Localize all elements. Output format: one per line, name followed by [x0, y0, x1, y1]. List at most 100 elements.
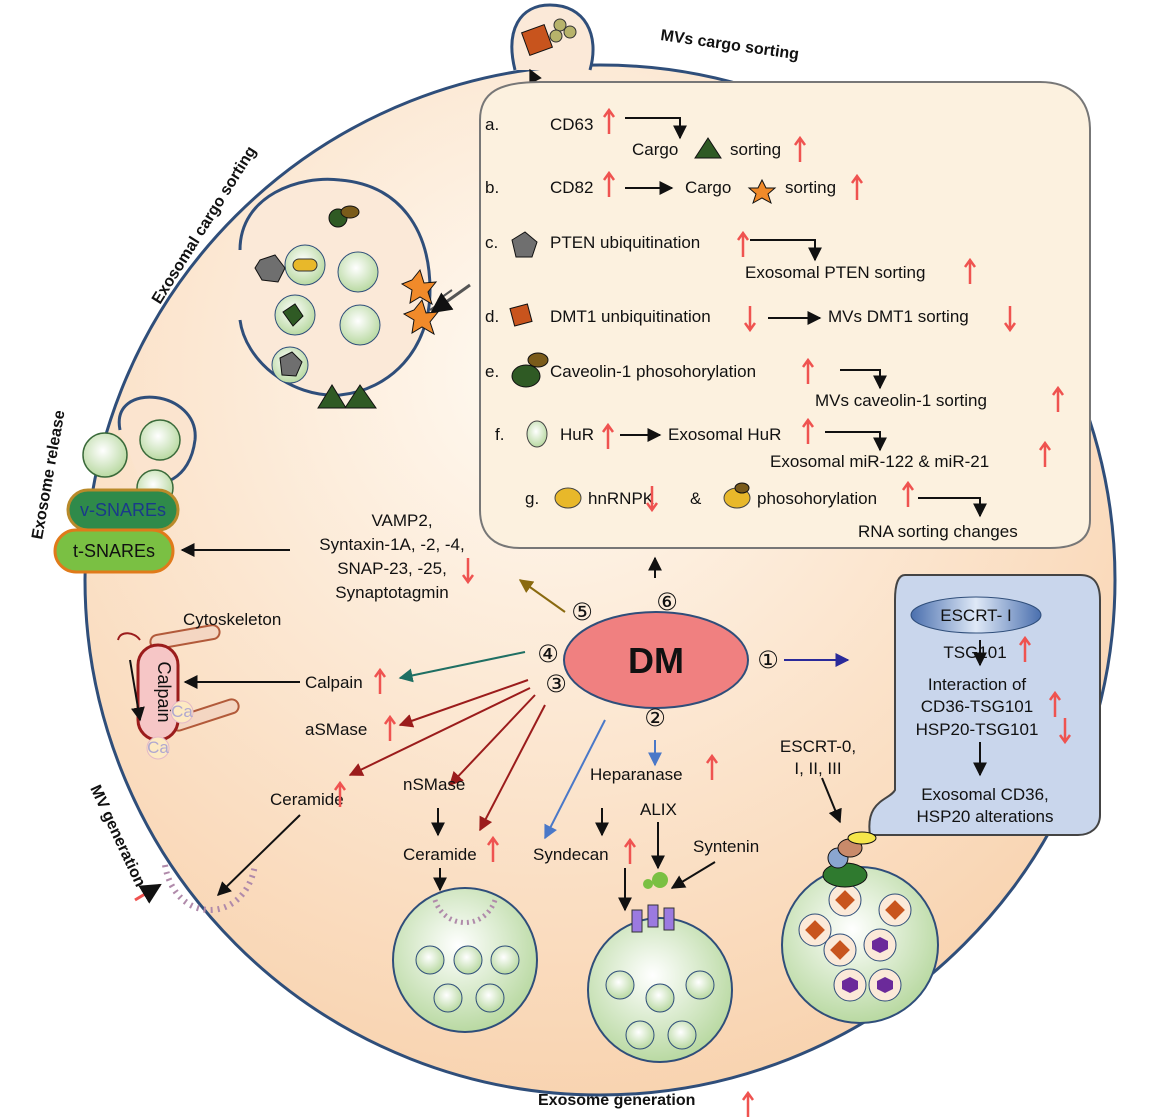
up-arrow-icon	[705, 753, 719, 780]
mvs-sorting-panel	[479, 81, 1091, 549]
nsmase-label: nSMase	[403, 775, 465, 794]
ceramide-label-2: Ceramide	[403, 845, 477, 864]
calpain-bar-label: Calpain	[154, 661, 174, 722]
row-g-label2: phosohorylation	[757, 489, 877, 508]
escrt-exo-2: HSP20 alterations	[916, 807, 1053, 826]
snare-list-3: SNAP-23, -25,	[337, 559, 447, 578]
up-arrow-icon	[793, 135, 807, 162]
row-e-result: MVs caveolin-1 sorting	[815, 391, 987, 410]
up-arrow-icon	[602, 107, 616, 134]
escrt-interaction-1: Interaction of	[928, 675, 1027, 694]
ceramide-label-1: Ceramide	[270, 790, 344, 809]
row-a-label: CD63	[550, 115, 593, 134]
heparanase-label: Heparanase	[590, 765, 683, 784]
exosome-icon	[139, 419, 181, 461]
down-arrow-icon	[461, 558, 475, 585]
up-arrow-icon	[1048, 690, 1062, 717]
v-snares-label: v-SNAREs	[80, 500, 166, 520]
asmase-label: aSMase	[305, 720, 367, 739]
row-f-mid: Exosomal HuR	[668, 425, 781, 444]
up-arrow-icon	[373, 667, 387, 694]
escrt-header: ESCRT- I	[940, 606, 1011, 625]
mvb-escrt	[781, 866, 939, 1024]
snare-list-4: Synaptotagmin	[335, 583, 448, 602]
row-e-label: Caveolin-1 phosohorylation	[550, 362, 756, 381]
marker-4: ④	[537, 640, 559, 668]
up-arrow-icon	[601, 422, 615, 449]
up-arrow-icon	[602, 170, 616, 197]
row-a-result2: sorting	[730, 140, 781, 159]
title-exosome-generation: Exosome generation	[538, 1092, 695, 1109]
snare-list-2: Syntaxin-1A, -2, -4,	[319, 535, 465, 554]
escrt-interaction-2: CD36-TSG101	[921, 697, 1033, 716]
up-arrow-icon	[801, 417, 815, 444]
row-a-letter: a.	[485, 115, 499, 134]
down-arrow-icon	[743, 306, 757, 333]
row-e-letter: e.	[485, 362, 499, 381]
escrt0-label-1: ESCRT-0,	[780, 737, 856, 756]
row-c-label: PTEN ubiquitination	[550, 233, 700, 252]
up-arrow-icon	[850, 173, 864, 200]
down-arrow-icon	[1003, 306, 1017, 333]
up-arrow-icon	[486, 835, 500, 862]
row-f-result: Exosomal miR-122 & miR-21	[770, 452, 989, 471]
cytoskeleton-bar-icon	[149, 624, 221, 650]
row-c-letter: c.	[485, 233, 498, 252]
title-exosome-release: Exosome release	[29, 409, 68, 541]
row-d-letter: d.	[485, 307, 499, 326]
down-arrow-icon	[1058, 718, 1072, 745]
escrt-panel	[868, 574, 1101, 836]
syntenin-label: Syntenin	[693, 837, 759, 856]
marker-6: ⑥	[656, 588, 678, 616]
row-b-letter: b.	[485, 178, 499, 197]
snare-list-1: VAMP2,	[371, 511, 432, 530]
escrt-tsg101: TSG101	[943, 643, 1006, 662]
regulation-arrows	[333, 107, 1072, 1117]
up-arrow-icon	[1018, 635, 1032, 662]
row-b-result2: sorting	[785, 178, 836, 197]
up-arrow-icon	[383, 714, 397, 741]
ca-label: Ca	[147, 738, 169, 757]
exosome-icon	[82, 432, 128, 478]
dmt1-cargo-icon	[520, 23, 554, 57]
row-g-amp: &	[690, 489, 702, 508]
row-c-result: Exosomal PTEN sorting	[745, 263, 925, 282]
row-f-label: HuR	[560, 425, 594, 444]
calpain-label: Calpain	[305, 673, 363, 692]
row-d-result: MVs DMT1 sorting	[828, 307, 969, 326]
dm-label: DM	[628, 640, 684, 681]
escrt0-label-2: I, II, III	[794, 759, 841, 778]
up-arrow-icon	[333, 780, 347, 807]
t-snares-label: t-SNAREs	[73, 541, 155, 561]
row-d-label: DMT1 unbiquitination	[550, 307, 711, 326]
down-arrow-icon	[645, 486, 659, 513]
row-b-result: Cargo	[685, 178, 731, 197]
up-arrow-icon	[1051, 385, 1065, 412]
up-arrow-icon	[963, 257, 977, 284]
cytoskeleton-label: Cytoskeleton	[183, 610, 281, 629]
dm-node	[563, 611, 749, 709]
escrt-i-complex	[910, 596, 1042, 634]
up-arrow-icon	[623, 837, 637, 864]
up-arrow-icon	[901, 480, 915, 507]
marker-3: ③	[545, 670, 567, 698]
row-b-label: CD82	[550, 178, 593, 197]
up-arrow-icon	[741, 1090, 755, 1117]
row-g-result: RNA sorting changes	[858, 522, 1018, 541]
up-arrow-icon	[801, 357, 815, 384]
escrt-interaction-3: HSP20-TSG101	[916, 720, 1039, 739]
alix-label: ALIX	[640, 800, 677, 819]
escrt-exo-1: Exosomal CD36,	[921, 785, 1049, 804]
marker-2: ②	[644, 704, 666, 732]
row-f-letter: f.	[495, 425, 504, 444]
row-g-letter: g.	[525, 489, 539, 508]
t-snares-pill	[53, 528, 175, 574]
marker-5: ⑤	[571, 598, 593, 626]
up-arrow-icon	[1038, 440, 1052, 467]
mv-budding-membrane	[162, 864, 258, 913]
row-g-label: hnRNPK	[588, 489, 655, 508]
syndecan-label: Syndecan	[533, 845, 609, 864]
up-arrow-icon	[736, 230, 750, 257]
row-a-result: Cargo	[632, 140, 678, 159]
